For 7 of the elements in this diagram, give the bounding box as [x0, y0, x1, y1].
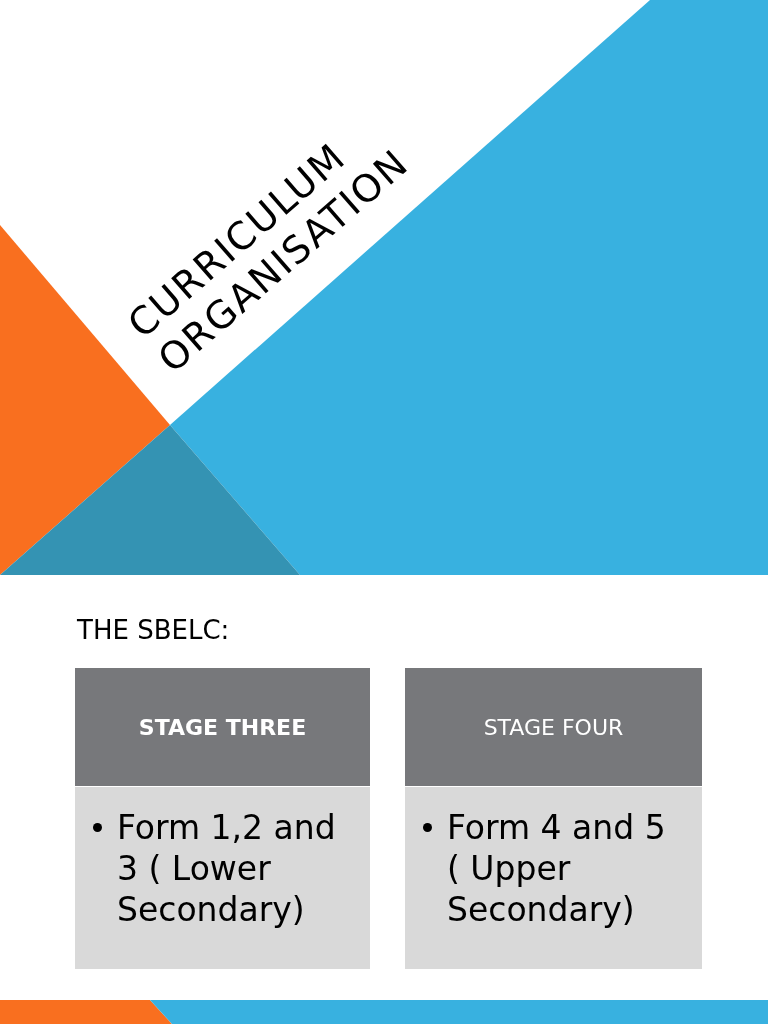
- content-panel: [75, 787, 370, 969]
- stage-header: STAGE FOUR: [405, 668, 702, 786]
- content-panel: [405, 787, 702, 969]
- bullet-text: Form 4 and 5 ( Upper Secondary): [447, 808, 666, 929]
- bullet-text: Form 1,2 and 3 ( Lower Secondary): [117, 808, 336, 929]
- section-heading: THE SBELC:: [77, 615, 230, 645]
- stage-header: STAGE THREE: [75, 668, 370, 786]
